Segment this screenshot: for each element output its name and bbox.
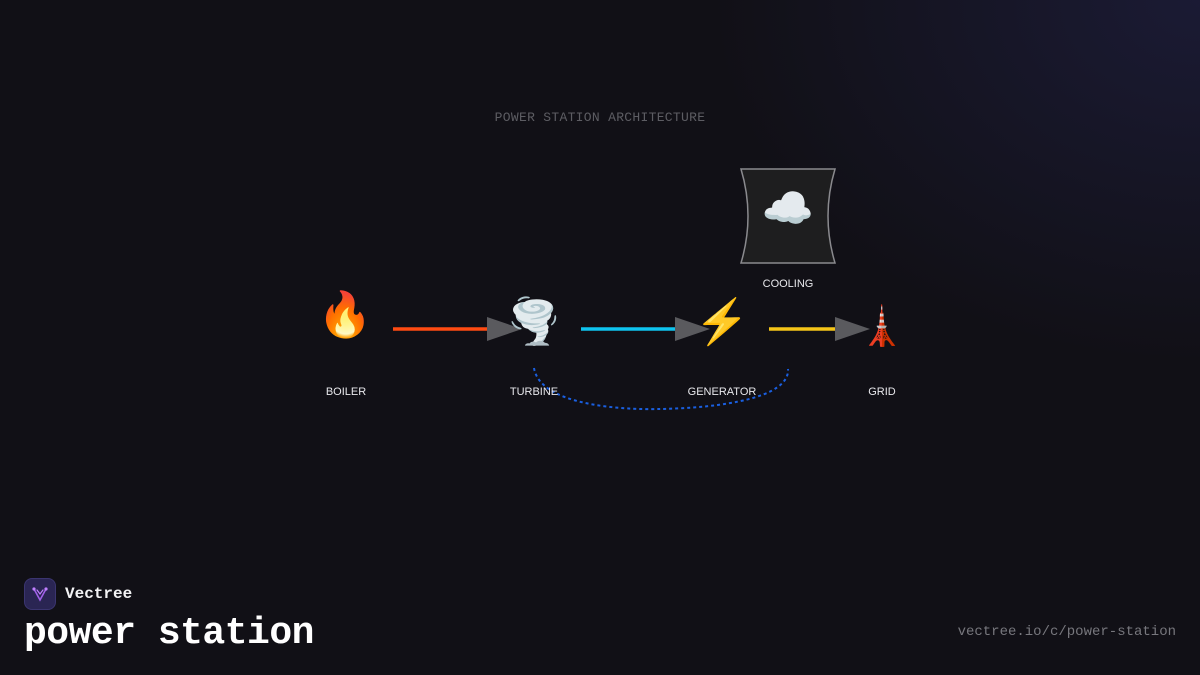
diagram-title: POWER STATION ARCHITECTURE — [494, 110, 706, 125]
node-label-turbine: TURBINE — [510, 386, 558, 398]
lightning-icon: ⚡ — [695, 297, 750, 348]
cloud-icon: ☁️ — [762, 185, 814, 232]
arrowhead-turbine-to-generator — [675, 317, 710, 341]
page-heading: power station — [24, 612, 314, 655]
cooling-container — [739, 168, 837, 264]
page-url[interactable]: vectree.io/c/power-station — [957, 624, 1176, 640]
node-label-generator: GENERATOR — [688, 386, 757, 398]
arrowhead-boiler-to-turbine — [487, 317, 522, 341]
arrowhead-generator-to-grid — [835, 317, 870, 341]
edge-turbine-to-cooling — [533, 367, 790, 411]
node-label-grid: GRID — [868, 386, 896, 398]
brand[interactable]: Vectree — [24, 577, 132, 611]
node-label-boiler: BOILER — [326, 386, 366, 398]
fire-icon: 🔥 — [318, 290, 373, 340]
vectree-logo-icon — [24, 578, 56, 610]
node-label-cooling: COOLING — [763, 278, 814, 290]
tornado-icon: 🌪️ — [507, 295, 562, 348]
brand-name: Vectree — [65, 585, 133, 603]
tower-icon: 🗼 — [858, 303, 905, 348]
